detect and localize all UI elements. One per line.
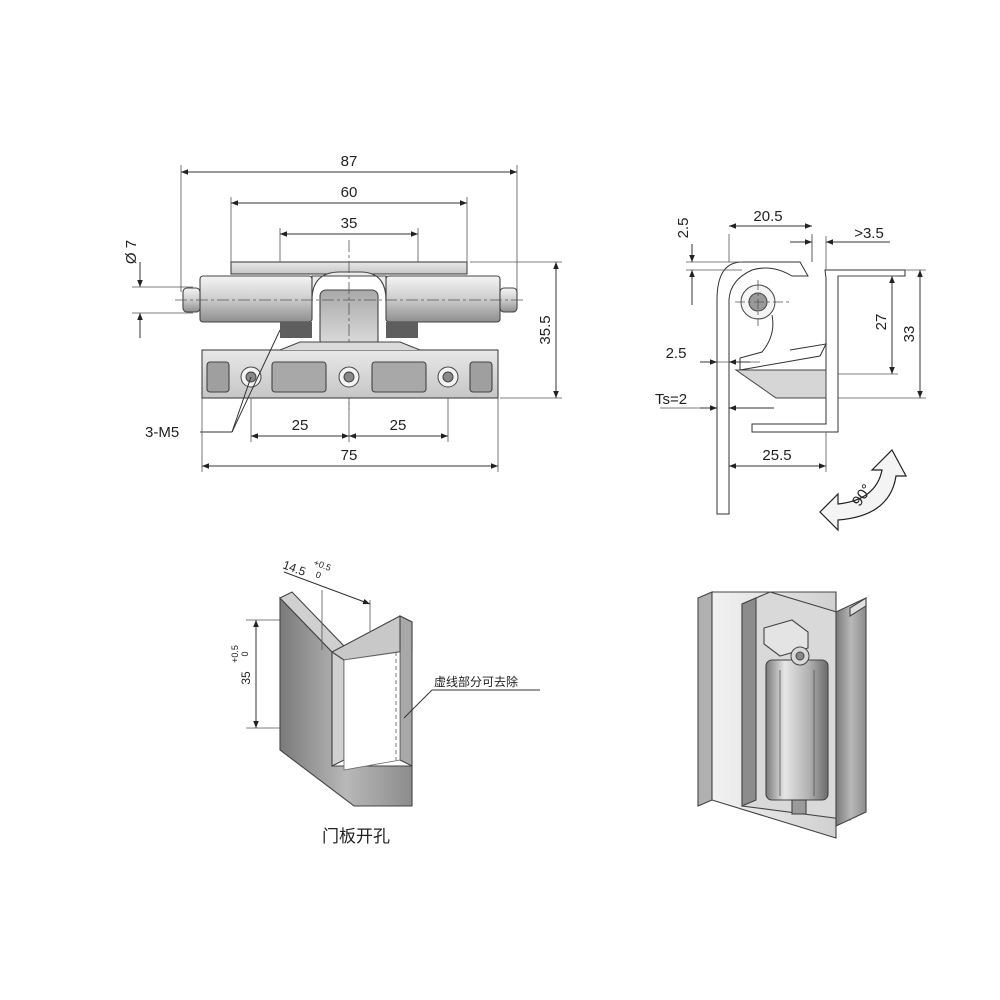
dim-hole-pitch-right: 25 [390,417,407,434]
door-panel-profile [716,300,730,515]
cutout-note: 虚线部分可去除 [434,674,518,689]
front-view: 87 60 35 Ø 7 35.5 [123,153,562,472]
cutout-opening [343,651,401,771]
cutout-caption: 门板开孔 [322,827,390,847]
screw-hole-center [338,366,360,388]
right-stop-block [386,322,418,338]
dim-cutout-height: 35 [239,671,253,685]
dim-cutout-width: 14.5 [281,558,308,579]
screw-hole-right [437,366,459,388]
cutout-view: 14.5 +0.5 0 35 +0.5 0 虚线部分可去除 门板开孔 [230,557,540,847]
dim-pin-diameter: Ø 7 [123,240,140,264]
center-knuckle [311,271,387,301]
rotation-arrow-icon [819,449,908,532]
dim-pin-span: 60 [341,184,358,201]
frame-profile [751,269,906,433]
dim-cutout-width-tol-lower: 0 [314,569,322,580]
dim-bottom-width: 25.5 [762,447,791,464]
side-view: 20.5 2.5 >3.5 27 33 2.5 Ts=2 25.5 [655,208,926,532]
base-slot-1 [206,361,230,393]
wedge-block [734,369,827,399]
base-slot-4 [469,361,493,393]
hinge-leaf-profile [716,261,809,301]
hinge-body-3d [765,659,829,801]
dim-height: 35.5 [537,315,554,344]
dim-leaf-depth: 20.5 [753,208,782,225]
dim-mid-offset: 2.5 [666,345,687,362]
dim-gap: >3.5 [854,225,884,242]
dim-inner-height: 27 [873,314,890,331]
label-holes: 3-M5 [145,424,179,441]
dim-top-offset: 2.5 [675,218,692,239]
right-barrel [385,275,501,323]
left-barrel [199,275,313,323]
dim-outer-height: 33 [901,326,918,343]
dim-cutout-height-tol-lower: 0 [240,651,250,656]
door-panel-3d [697,591,713,807]
dim-base-width: 75 [341,447,358,464]
left-stop-block [280,322,312,338]
dim-line-14-5 [283,571,371,605]
dim-cutout-height-tol-upper: +0.5 [230,645,240,663]
dim-hole-pitch-left: 25 [292,417,309,434]
dim-thickness: Ts=2 [655,391,687,408]
base-slot-3 [371,361,427,393]
dim-overall-width: 87 [341,153,358,170]
base-slot-2 [271,361,327,393]
assembly-3d-view [697,591,867,839]
dim-slot-width: 35 [341,215,358,232]
